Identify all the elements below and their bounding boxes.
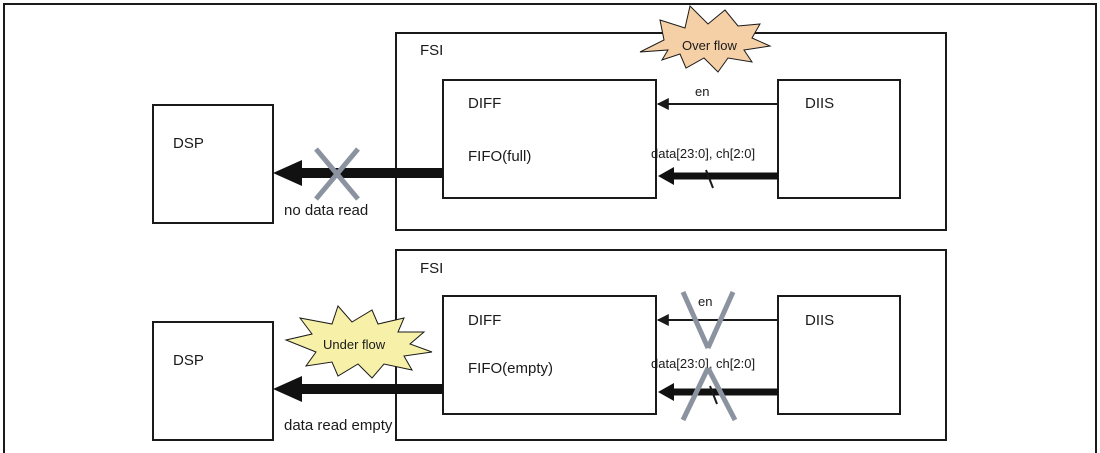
en-label-top: en — [695, 84, 709, 99]
diff-fifo-box-bottom — [442, 295, 657, 415]
blocked-cross-en — [680, 290, 736, 350]
underflow-burst-shape — [284, 305, 433, 379]
bus-slash-bottom — [709, 385, 718, 405]
underflow-burst: Under flow — [284, 305, 433, 379]
data-bus-arrowhead-top — [658, 167, 674, 185]
en-label-bottom: en — [698, 294, 712, 309]
fifo-label-bottom: FIFO(empty) — [468, 360, 553, 377]
dsp-box-top — [152, 104, 274, 224]
overflow-label: Over flow — [682, 38, 738, 53]
blocked-cross-top — [314, 147, 360, 201]
fifo-label-top: FIFO(full) — [468, 148, 531, 165]
data-label-top: data[23:0], ch[2:0] — [651, 146, 755, 161]
bus-slash-top — [705, 169, 714, 189]
data-bus-arrowhead-bottom — [658, 383, 674, 401]
overflow-burst-shape — [639, 5, 772, 73]
diis-label-bottom: DIIS — [805, 312, 834, 329]
blocked-cross-data — [680, 366, 738, 422]
figure-frame — [3, 3, 1097, 453]
fsi-label-bottom: FSI — [420, 260, 443, 277]
dsp-label-top: DSP — [173, 135, 204, 152]
diis-label-top: DIIS — [805, 95, 834, 112]
read-label-top: no data read — [284, 202, 368, 219]
output-arrowhead-bottom — [273, 376, 302, 402]
dsp-label-bottom: DSP — [173, 352, 204, 369]
diff-label-top: DIFF — [468, 95, 501, 112]
underflow-label: Under flow — [323, 337, 386, 352]
output-arrowhead-top — [273, 160, 302, 186]
dsp-box-bottom — [152, 321, 274, 441]
read-label-bottom: data read empty — [284, 417, 393, 434]
overflow-scenario: FSI DSP DIFF FIFO(full) DIIS en data[23:… — [152, 5, 947, 231]
diff-label-bottom: DIFF — [468, 312, 501, 329]
diis-box-bottom — [777, 295, 901, 415]
overflow-burst: Over flow — [639, 5, 772, 73]
diis-box-top — [777, 79, 901, 199]
diff-fifo-box-top — [442, 79, 657, 199]
data-label-bottom: data[23:0], ch[2:0] — [651, 356, 755, 371]
underflow-scenario: FSI DSP DIFF FIFO(empty) DIIS en data[23… — [152, 249, 947, 441]
fsi-label-top: FSI — [420, 42, 443, 59]
